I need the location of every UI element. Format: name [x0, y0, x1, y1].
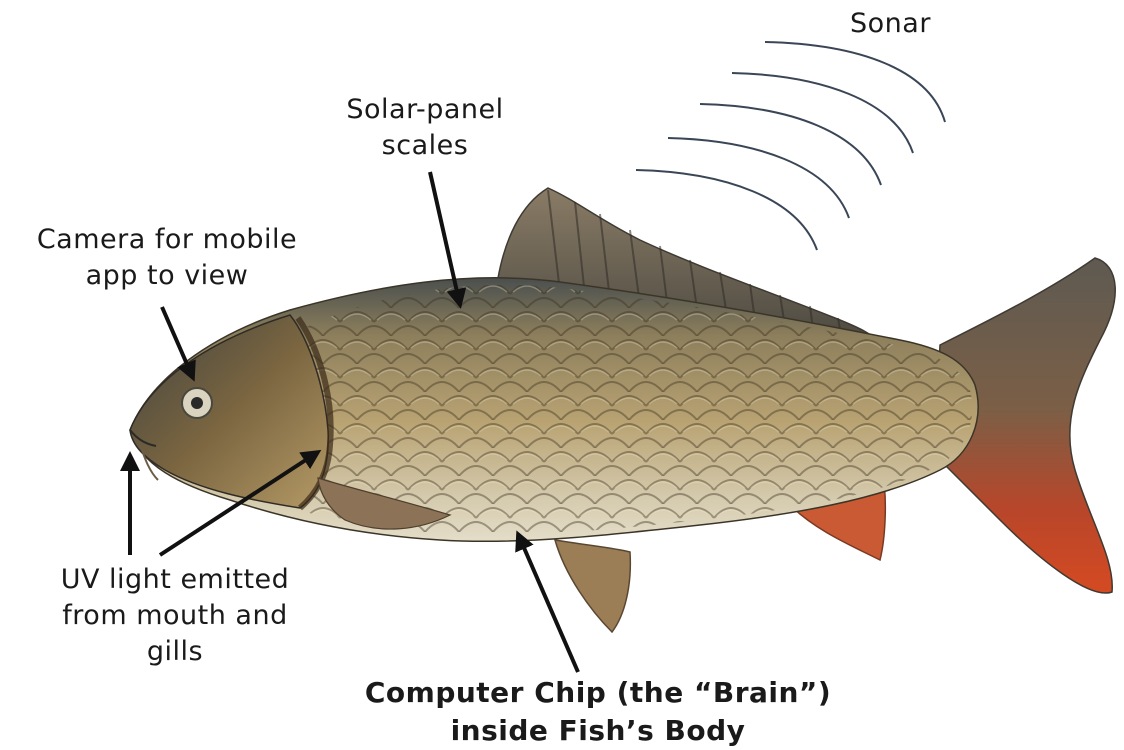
computer-chip-label: Computer Chip (the “Brain”) inside Fish’…	[358, 674, 838, 750]
sonar-arc	[732, 73, 913, 153]
pelvic-fin	[555, 540, 630, 632]
solar-panel-scales-label: Solar-panel scales	[320, 92, 530, 164]
pupil	[191, 397, 203, 409]
fish-head	[130, 315, 328, 508]
sonar-arc	[700, 104, 881, 185]
sonar-waves	[636, 42, 945, 250]
sonar-arc	[668, 138, 849, 218]
sonar-arc	[765, 42, 945, 122]
sonar-label: Sonar	[850, 6, 950, 42]
uv-light-label: UV light emitted from mouth and gills	[30, 562, 320, 670]
arrow-camera	[162, 307, 193, 378]
camera-label: Camera for mobile app to view	[6, 222, 328, 294]
sonar-arc	[636, 170, 817, 250]
